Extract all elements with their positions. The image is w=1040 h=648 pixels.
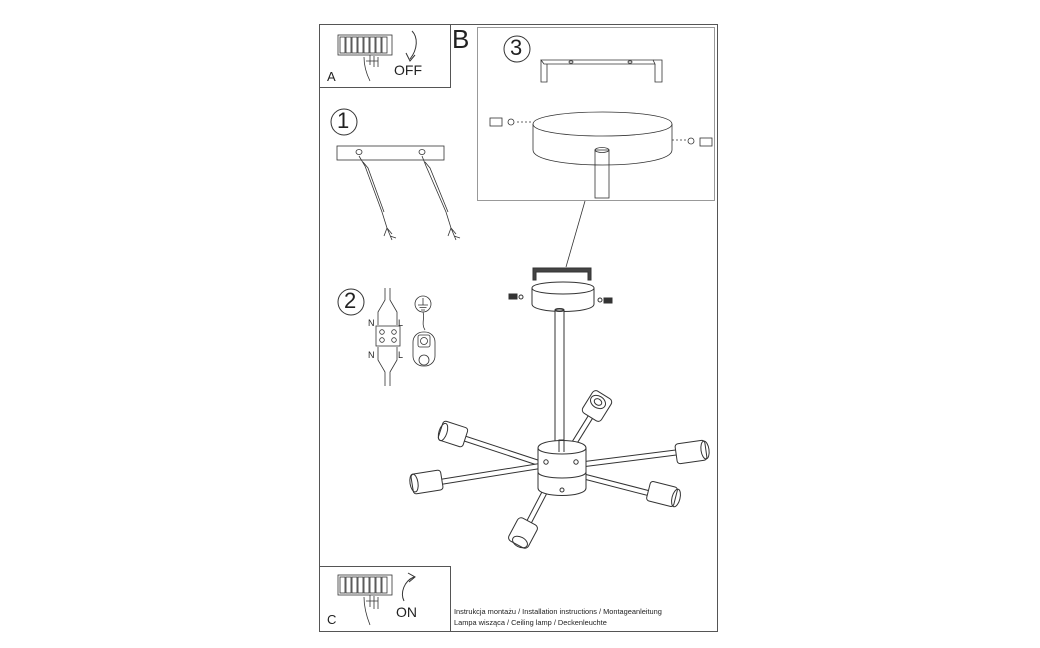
step1-circle-icon: [330, 108, 358, 136]
wire-label-top-l: L: [398, 318, 404, 328]
panel-b-letter: B: [452, 24, 470, 54]
caption-instructions: Instrukcja montażu / Installation instru…: [454, 607, 662, 616]
panel-a-letter: A: [327, 69, 336, 84]
panel-a-power-off: A OFF: [319, 24, 451, 88]
wire-label-top-n: N: [368, 318, 375, 328]
fuse-box-off-icon: [337, 30, 417, 82]
step3-circle-icon: [503, 35, 531, 63]
step2-circle-icon: [337, 288, 365, 316]
step3-detail-box: [477, 27, 715, 201]
fuse-box-on-icon: [337, 572, 416, 626]
step3-number: 3: [510, 35, 523, 60]
panel-c-power-on: C ON: [319, 566, 451, 632]
wire-label-bottom-l: L: [398, 350, 404, 360]
panel-c-letter: C: [327, 612, 337, 627]
off-label: OFF: [394, 62, 422, 78]
caption-product: Lampa wisząca / Ceiling lamp / Deckenleu…: [454, 618, 607, 627]
wire-label-bottom-n: N: [368, 350, 375, 360]
step2-number: 2: [344, 288, 357, 313]
on-label: ON: [396, 604, 417, 620]
step1-number: 1: [337, 108, 350, 133]
